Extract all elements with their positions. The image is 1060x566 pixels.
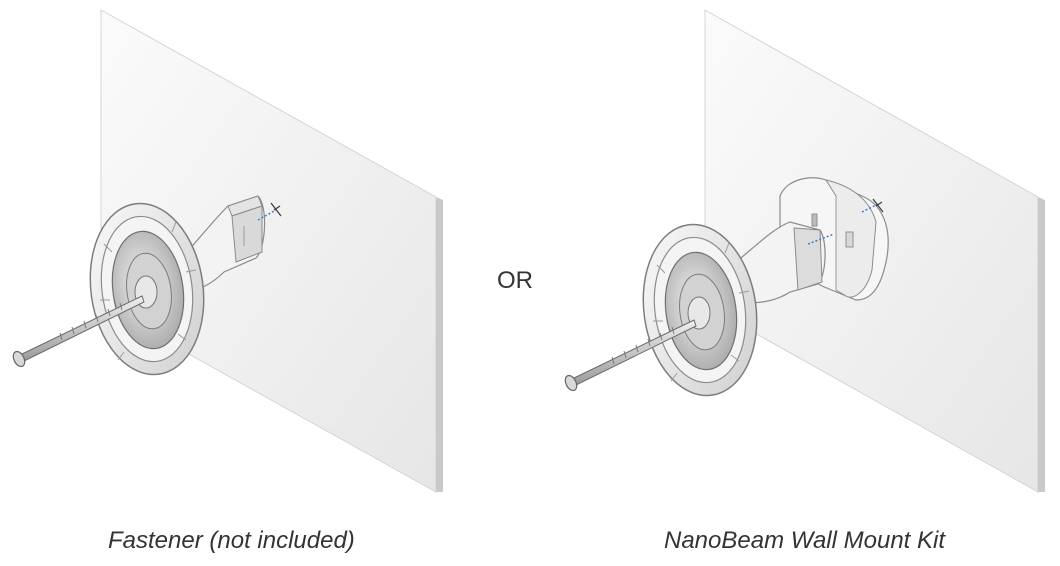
antenna-mount-icon bbox=[642, 221, 826, 397]
wall-mount-kit-caption: NanoBeam Wall Mount Kit bbox=[664, 527, 946, 554]
guide-line-icon bbox=[807, 198, 884, 245]
guide-line-icon bbox=[257, 202, 282, 221]
antenna-mount-icon bbox=[89, 195, 266, 376]
wall-icon bbox=[100, 9, 443, 493]
right-panel-illustration bbox=[564, 9, 1045, 493]
screw-icon bbox=[564, 319, 697, 392]
or-separator-label: OR bbox=[497, 267, 533, 294]
left-panel-illustration bbox=[12, 9, 443, 493]
fastener-caption: Fastener (not included) bbox=[108, 527, 355, 554]
screw-icon bbox=[12, 295, 145, 368]
